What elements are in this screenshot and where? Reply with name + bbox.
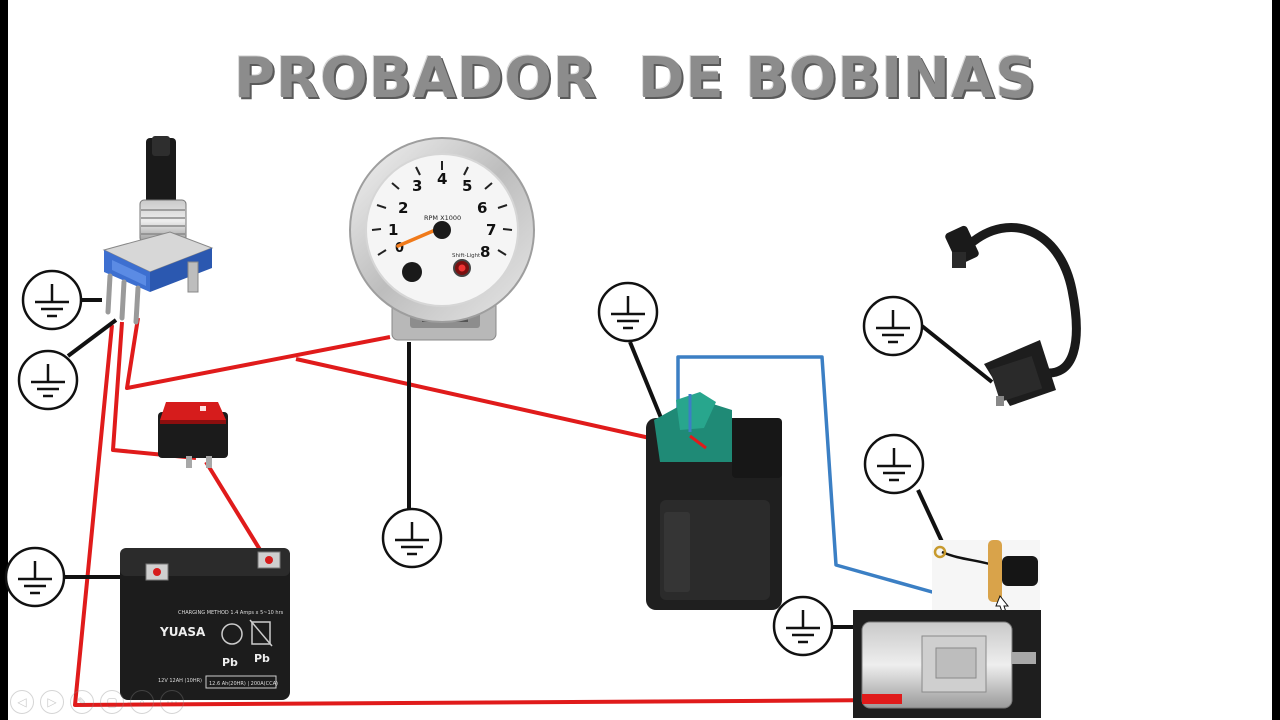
pickup-sensor-icon	[932, 540, 1040, 613]
tach-shift-light-label: Shift-Light	[452, 253, 481, 259]
tach-number-2: 2	[398, 199, 408, 217]
tach-number-4: 4	[437, 170, 447, 188]
slide-controls: ◁ ▷ ✎ ▢ ⌕ ⋯	[10, 690, 184, 716]
rocker-switch-icon	[158, 402, 228, 468]
ground-symbol-icon	[17, 349, 79, 411]
ground-symbol-icon	[863, 433, 925, 495]
slides-grid-icon[interactable]: ▢	[100, 690, 124, 714]
pen-icon[interactable]: ✎	[70, 690, 94, 714]
cdi-module-icon	[646, 392, 782, 610]
tach-number-5: 5	[462, 177, 472, 195]
ground-symbol-icon	[381, 507, 443, 569]
battery-pb-right: Pb	[254, 652, 270, 665]
battery-icon: CHARGING METHOD 1.4 Amps x 5~10 hrs YUAS…	[120, 548, 290, 700]
dc-motor-icon	[853, 610, 1041, 718]
page-title: PROBADOR DE BOBINAS	[234, 46, 1037, 111]
battery-charging-text: CHARGING METHOD 1.4 Amps x 5~10 hrs	[178, 610, 284, 616]
previous-slide-icon[interactable]: ◁	[10, 690, 34, 714]
letterbox-right	[1272, 0, 1280, 720]
zoom-icon[interactable]: ⌕	[130, 690, 154, 714]
more-options-icon[interactable]: ⋯	[160, 690, 184, 714]
next-slide-icon[interactable]: ▷	[40, 690, 64, 714]
tach-number-3: 3	[412, 177, 422, 195]
ground-symbol-icon	[21, 269, 83, 331]
letterbox-left	[0, 0, 8, 720]
tach-rpm-label: RPM X1000	[424, 214, 461, 222]
tachometer-icon: 1 2 3 4 5 6 7 8 0 RPM X1000 Shift-Light	[349, 137, 535, 341]
battery-brand: YUASA	[159, 625, 206, 639]
battery-voltage: 12V 12AH (10HR)	[158, 678, 202, 684]
ground-symbol-icon	[862, 295, 924, 357]
potentiometer-icon	[102, 136, 214, 325]
wire-pot-to-tach	[125, 317, 391, 390]
tach-number-6: 6	[477, 199, 487, 217]
tach-number-1: 1	[388, 221, 398, 239]
battery-pb-left: Pb	[222, 656, 238, 669]
tach-number-8: 8	[480, 243, 490, 261]
ground-symbol-icon	[4, 546, 66, 608]
wire-tach-to-cdi	[295, 357, 691, 449]
ground-symbol-icon	[772, 595, 834, 657]
tach-number-7: 7	[486, 221, 496, 239]
signal-wire	[676, 355, 951, 599]
tach-number-0: 0	[395, 241, 404, 256]
battery-rating: 12.6 Ah(20HR) | 200A(CCA)	[209, 681, 278, 687]
ground-symbol-icon	[597, 281, 659, 343]
ignition-coil-icon	[945, 223, 1081, 406]
